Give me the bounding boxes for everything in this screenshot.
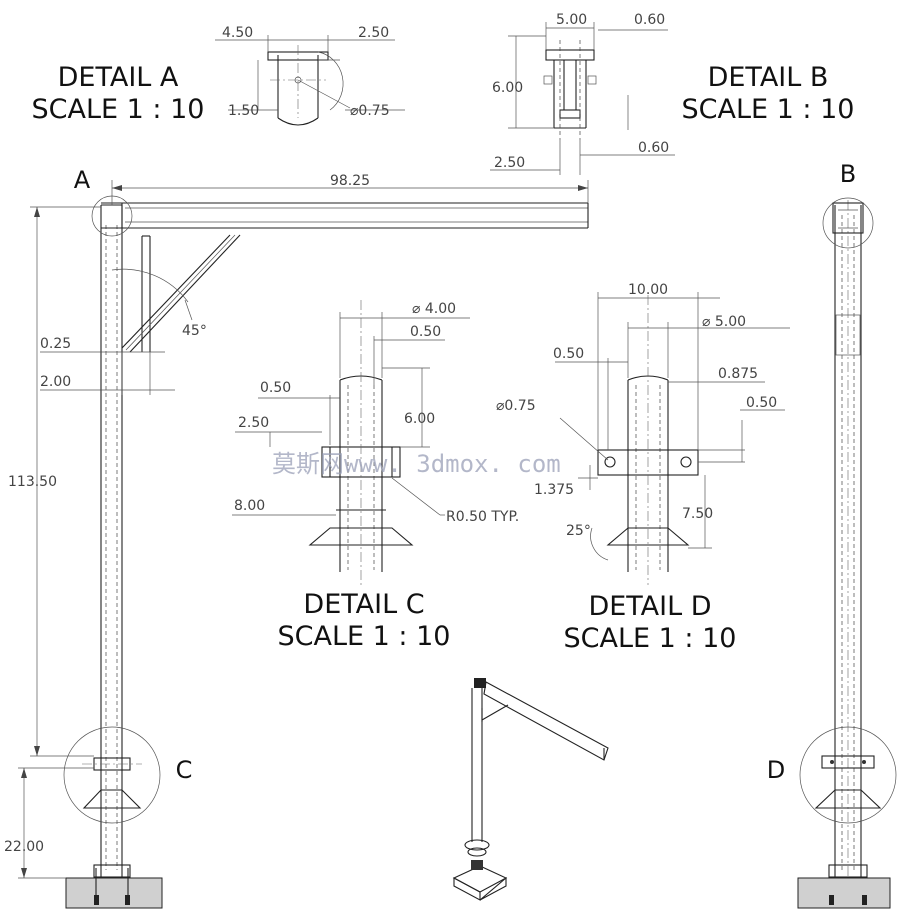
dim-c-800: 8.00: [234, 498, 265, 514]
dim-025: 0.25: [40, 336, 71, 352]
dim-b-250: 2.50: [494, 155, 525, 171]
dim-d-0875: 0.875: [718, 366, 758, 382]
detail-b-callout: B: [840, 160, 856, 188]
detail-b-scale: SCALE 1 : 10: [682, 94, 855, 125]
detail-c-callout: C: [176, 756, 193, 784]
detail-c-title: DETAIL C: [303, 589, 424, 620]
dim-height-11350: 113.50: [8, 474, 57, 490]
detail-d-callout: D: [767, 756, 785, 784]
dim-d-25deg: 25°: [566, 523, 591, 539]
dim-d-dia075: ⌀0.75: [496, 398, 536, 414]
isometric-view: [452, 678, 609, 901]
dim-c-050-top: 0.50: [410, 324, 441, 340]
side-view: [797, 197, 897, 909]
dim-d-050-right: 0.50: [746, 395, 777, 411]
dim-b-060-top: 0.60: [634, 12, 665, 28]
detail-b-view: [543, 40, 597, 140]
dim-c-050-left: 0.50: [260, 380, 291, 396]
front-view: [63, 195, 589, 909]
dim-a-450: 4.50: [222, 25, 253, 41]
dimension-lines: [18, 22, 790, 879]
dim-c-600: 6.00: [404, 411, 435, 427]
dim-beam-9825: 98.25: [330, 173, 370, 189]
dim-b-060-bot: 0.60: [638, 140, 669, 156]
dim-a-250: 2.50: [358, 25, 389, 41]
detail-a-view: [267, 45, 351, 126]
dim-d-dia500: ⌀ 5.00: [702, 314, 746, 330]
detail-b-title: DETAIL B: [708, 62, 829, 93]
dim-c-dia400: ⌀ 4.00: [412, 301, 456, 317]
dim-a-150: 1.50: [228, 103, 259, 119]
dim-c-r050: R0.50 TYP.: [446, 509, 519, 525]
detail-a-title: DETAIL A: [58, 62, 179, 93]
detail-d-scale: SCALE 1 : 10: [564, 623, 737, 654]
detail-a-scale: SCALE 1 : 10: [32, 94, 205, 125]
dim-200: 2.00: [40, 374, 71, 390]
dim-a-dia075: ⌀0.75: [350, 103, 390, 119]
watermark-text: 莫斯网www. 3dmox. com: [272, 450, 561, 478]
detail-d-view: [597, 295, 699, 585]
dim-angle-45: 45°: [182, 323, 207, 339]
detail-d-title: DETAIL D: [588, 591, 711, 622]
dim-b-600: 6.00: [492, 80, 523, 96]
detail-a-callout: A: [74, 166, 91, 194]
dim-d-050: 0.50: [553, 346, 584, 362]
dim-b-500: 5.00: [556, 12, 587, 28]
dim-d-1000: 10.00: [628, 282, 668, 298]
detail-c-scale: SCALE 1 : 10: [278, 621, 451, 652]
dim-c-250: 2.50: [238, 415, 269, 431]
dim-d-750: 7.50: [682, 506, 713, 522]
dim-d-1375: 1.375: [534, 482, 574, 498]
detail-c-view: [308, 300, 414, 585]
dim-height-2200: 22.00: [4, 839, 44, 855]
